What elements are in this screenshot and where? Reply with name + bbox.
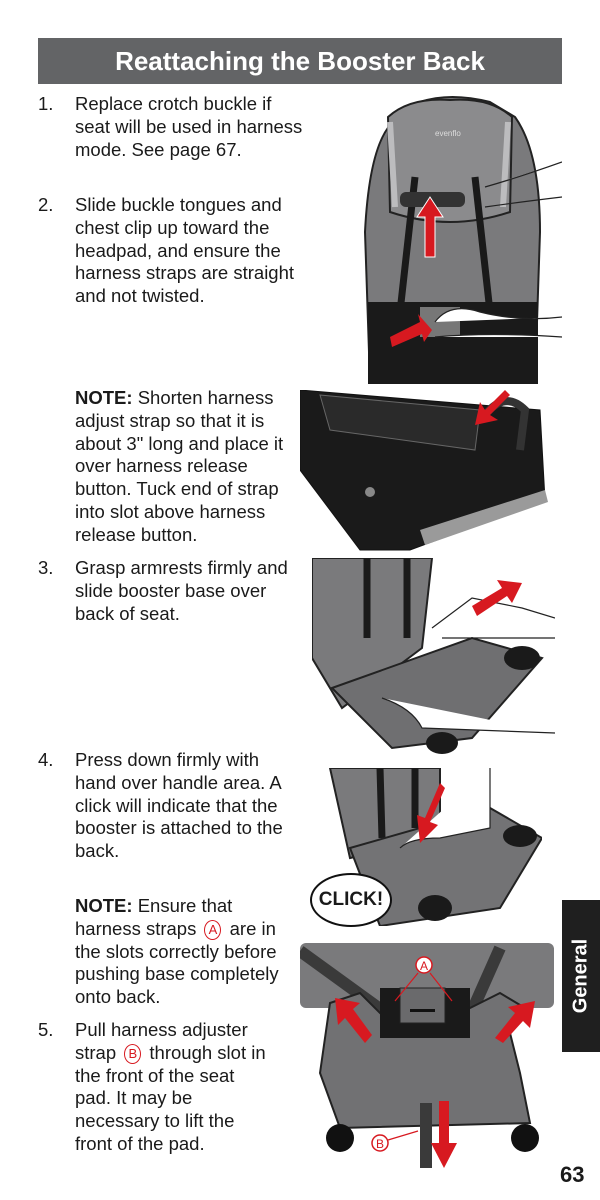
page-number: 63	[560, 1162, 585, 1187]
step-text: Pull harness adjuster strap	[75, 1019, 248, 1063]
illustration-slide-base	[312, 558, 555, 754]
illustration-seat-back: evenflo	[363, 96, 562, 384]
step-3: 3. Grasp armrests firmly and slide boost…	[38, 557, 303, 625]
note-text: Ensure that harness straps	[75, 895, 233, 939]
section-tab: General	[562, 900, 600, 1052]
step-2: 2. Slide buckle tongues and chest clip u…	[38, 194, 303, 308]
section-tab-label: General	[569, 938, 592, 1014]
label-a: A	[420, 959, 428, 973]
marker-a: A	[204, 919, 222, 940]
illustration-press-down	[328, 768, 542, 926]
step-text: Press down firmly with hand over handle …	[75, 749, 283, 862]
step-text: Grasp armrests firmly and slide booster …	[75, 557, 288, 624]
illustration-adjuster-strap: A B	[300, 943, 554, 1168]
step-text: Slide buckle tongues and chest clip up t…	[75, 194, 295, 307]
note-1: NOTE: Shorten harness adjust strap so th…	[75, 387, 303, 547]
note-text: are in the slots correctly before pushin…	[75, 917, 279, 1008]
step-number: 3.	[38, 557, 54, 578]
click-callout: CLICK!	[310, 873, 392, 927]
step-number: 4.	[38, 749, 54, 770]
note-text: Shorten harness adjust strap so that it …	[75, 387, 284, 545]
note-label: NOTE:	[75, 895, 133, 916]
step-4: 4. Press down firmly with hand over hand…	[38, 749, 303, 863]
step-number: 2.	[38, 194, 54, 215]
label-b: B	[376, 1137, 384, 1151]
step-5: 5. Pull harness adjuster strap B through…	[38, 1019, 273, 1156]
step-text: through slot in the front of the seat pa…	[75, 1041, 266, 1154]
step-number: 5.	[38, 1019, 54, 1040]
note-label: NOTE:	[75, 387, 133, 408]
marker-b: B	[124, 1043, 142, 1064]
step-1: 1. Replace crotch buckle if seat will be…	[38, 93, 303, 161]
step-text: Replace crotch buckle if seat will be us…	[75, 93, 303, 160]
illustration-booster-base-strap	[300, 390, 548, 551]
step-number: 1.	[38, 93, 54, 114]
note-2: NOTE: Ensure that harness straps A are i…	[75, 895, 303, 1009]
page-title: Reattaching the Booster Back	[38, 38, 562, 84]
brand-logo: evenflo	[435, 129, 461, 138]
